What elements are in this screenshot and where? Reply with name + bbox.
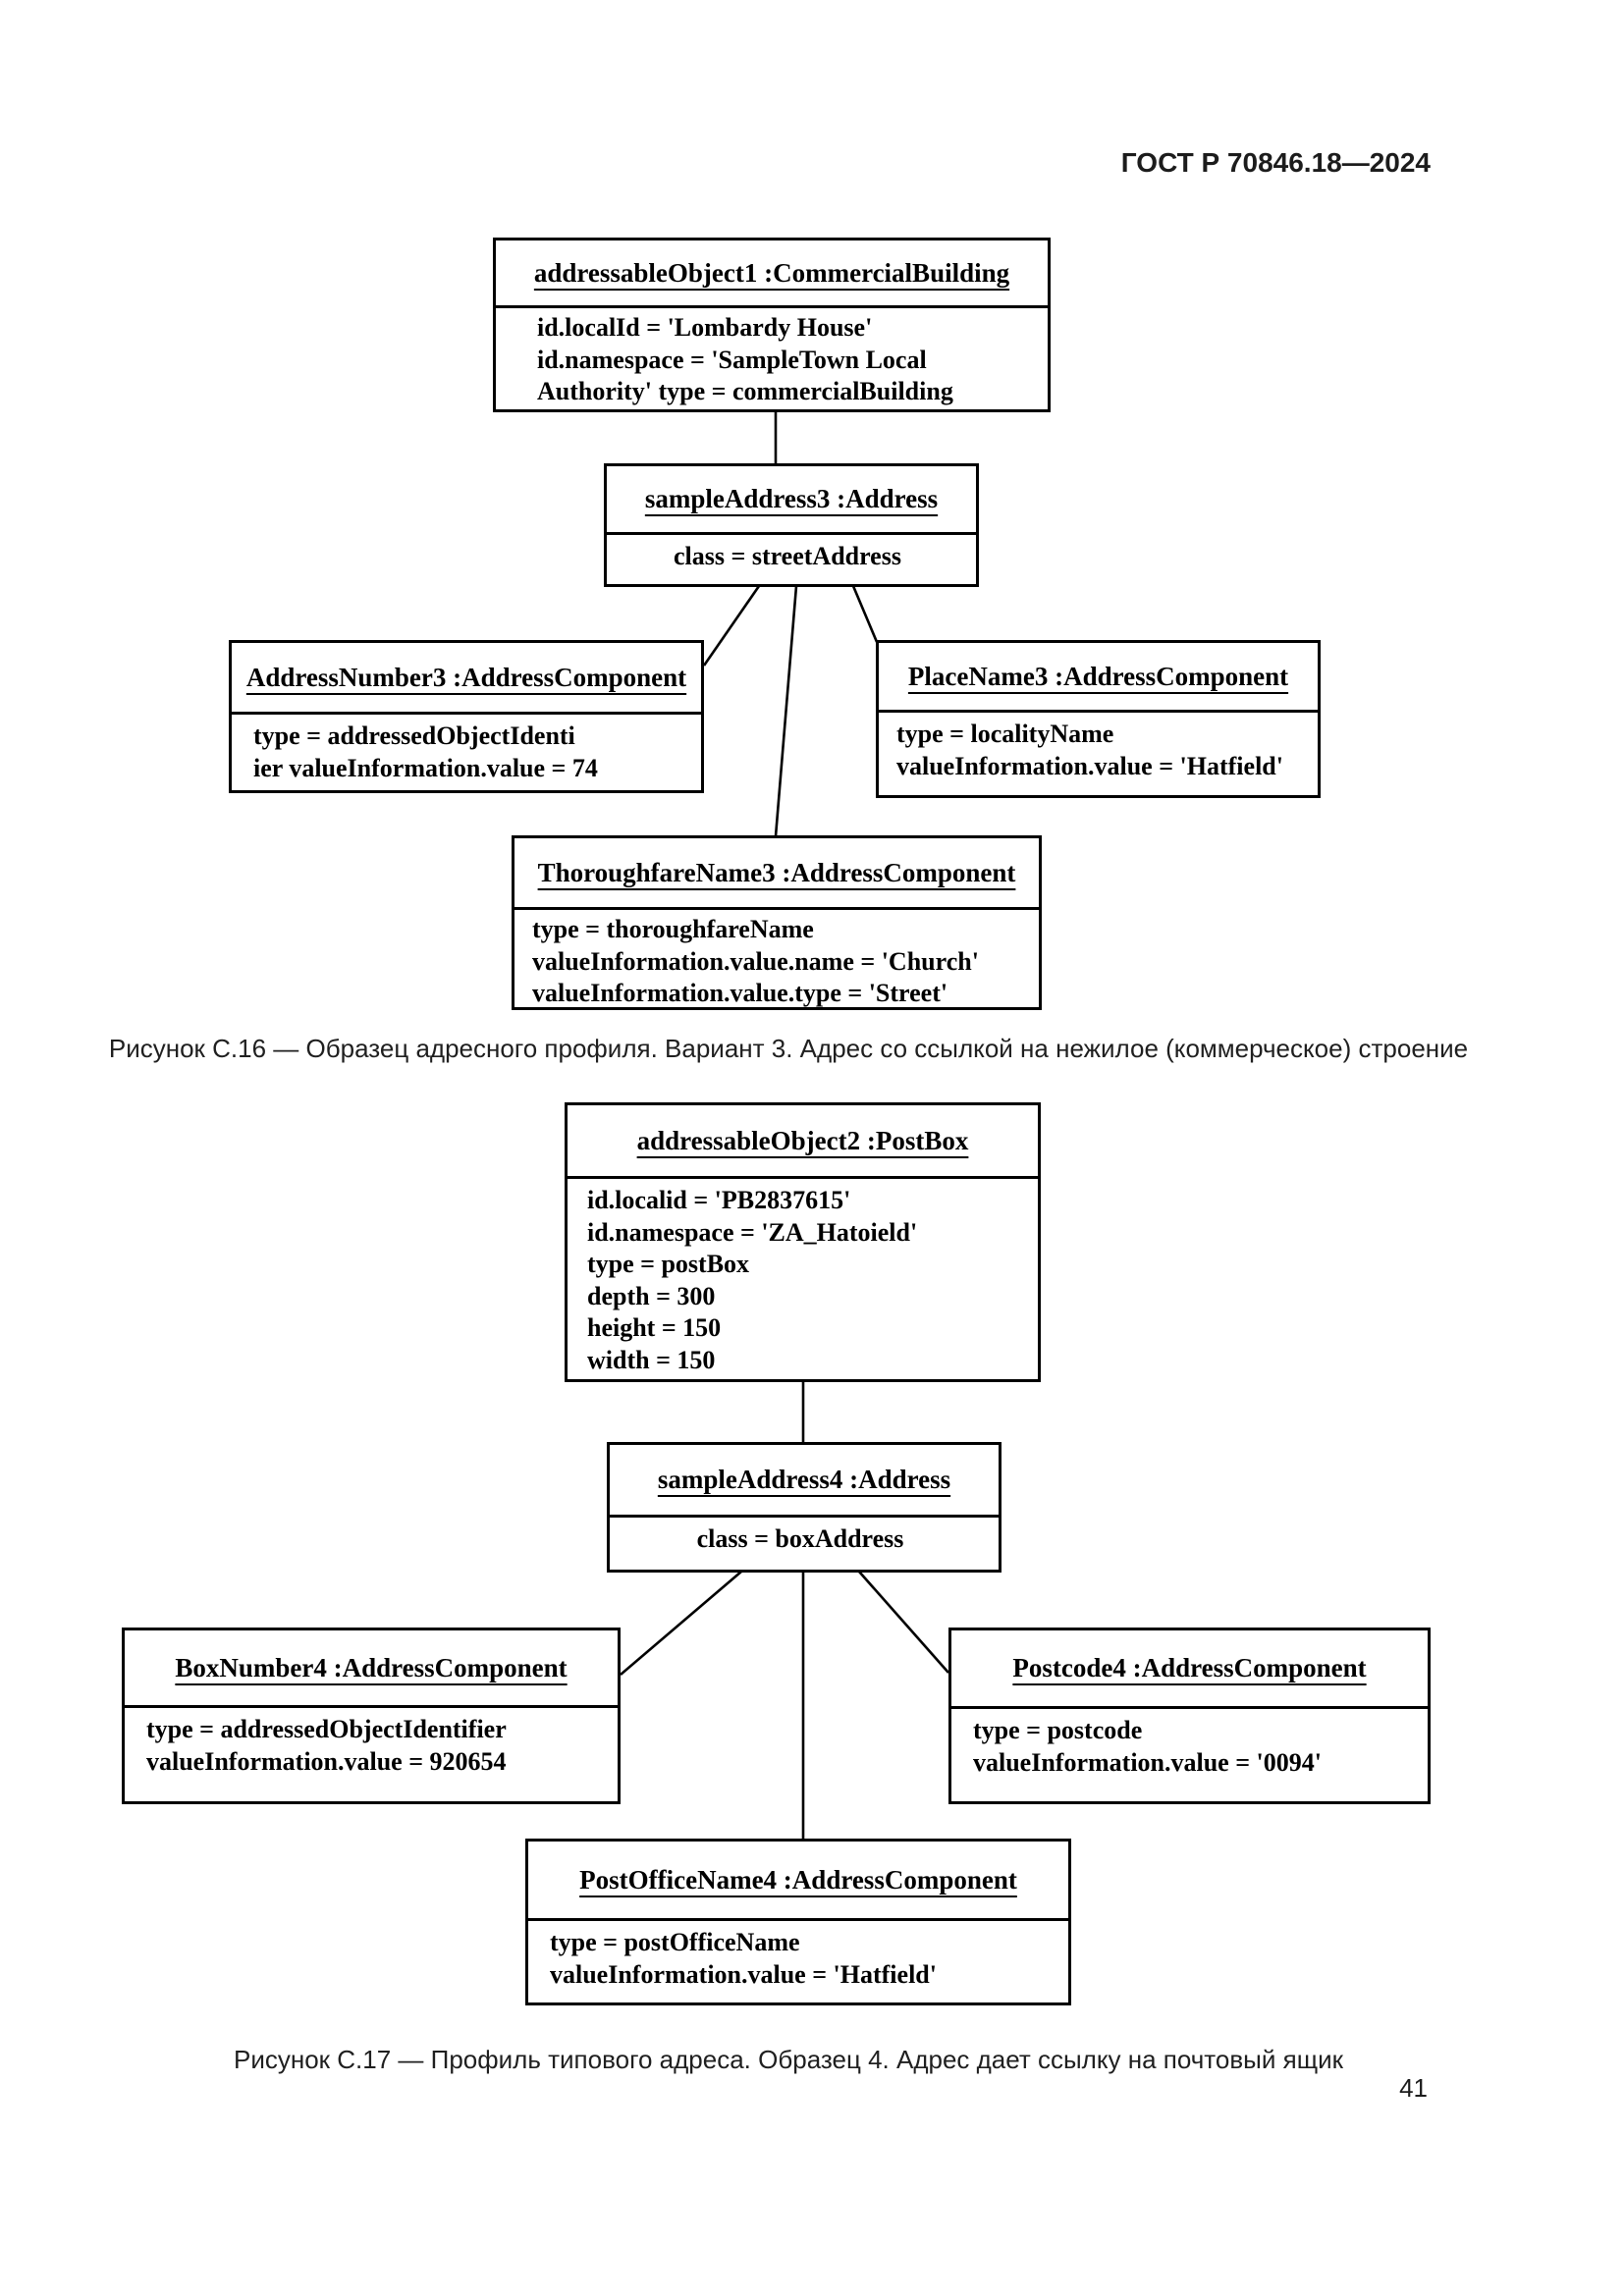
connector-line	[702, 585, 761, 667]
uml-box-title: PlaceName3 :AddressComponent	[879, 643, 1318, 713]
uml-box-post-office-name4: PostOfficeName4 :AddressComponent type =…	[525, 1839, 1071, 2005]
uml-box-attributes: type = postOfficeName valueInformation.v…	[528, 1921, 1068, 1991]
uml-attribute: class = streetAddress	[674, 542, 901, 570]
uml-object-name: ThoroughfareName3 :AddressComponent	[537, 857, 1016, 887]
uml-attribute: valueInformation.value = 'Hatfield'	[550, 1959, 937, 1989]
uml-box-addressable-object1: addressableObject1 :CommercialBuilding i…	[493, 238, 1051, 412]
uml-attribute: type = localityName	[896, 720, 1114, 748]
uml-attribute: valueInformation.value.name = 'Church'	[532, 946, 979, 976]
uml-box-title: sampleAddress3 :Address	[607, 466, 976, 535]
uml-object-name: PlaceName3 :AddressComponent	[907, 661, 1289, 691]
uml-attribute: type = postOfficeName	[550, 1928, 800, 1956]
uml-box-thoroughfare-name3: ThoroughfareName3 :AddressComponent type…	[512, 835, 1042, 1010]
page-number: 41	[1399, 2073, 1428, 2103]
uml-object-name: sampleAddress3 :Address	[644, 484, 939, 513]
uml-object-name: BoxNumber4 :AddressComponent	[175, 1652, 568, 1682]
uml-attribute: id.localid = 'PB2837615'	[587, 1186, 851, 1214]
uml-attribute: ier valueInformation.value = 74	[253, 753, 598, 782]
uml-object-name: PostOfficeName4 :AddressComponent	[579, 1864, 1017, 1895]
connector-line	[851, 585, 879, 643]
uml-box-title: PostOfficeName4 :AddressComponent	[528, 1842, 1068, 1921]
uml-attribute: id.namespace = 'SampleTown Local	[537, 345, 927, 374]
uml-attribute: id.localId = 'Lombardy House'	[537, 313, 873, 342]
uml-box-attributes: class = streetAddress	[607, 535, 976, 573]
uml-attribute: depth = 300	[587, 1281, 716, 1310]
uml-attribute: type = thoroughfareName	[532, 915, 814, 943]
figure-c17-caption: Рисунок С.17 — Профиль типового адреса. …	[234, 2045, 1343, 2074]
uml-object-name: AddressNumber3 :AddressComponent	[245, 662, 687, 692]
uml-box-attributes: type = thoroughfareName valueInformation…	[514, 910, 1039, 1010]
uml-attribute: type = addressedObjectIdentifier	[146, 1715, 507, 1743]
uml-box-attributes: type = postcode valueInformation.value =…	[951, 1709, 1428, 1779]
uml-attribute: type = addressedObjectIdenti	[253, 721, 575, 750]
document-number: ГОСТ Р 70846.18—2024	[1120, 147, 1431, 178]
uml-box-title: ThoroughfareName3 :AddressComponent	[514, 838, 1039, 910]
uml-box-title: sampleAddress4 :Address	[610, 1445, 999, 1518]
uml-box-title: Postcode4 :AddressComponent	[951, 1630, 1428, 1709]
uml-box-addressable-object2: addressableObject2 :PostBox id.localid =…	[565, 1102, 1041, 1382]
uml-attribute: Authority' type = commercialBuilding	[537, 377, 953, 405]
uml-attribute: type = postBox	[587, 1250, 750, 1278]
uml-box-title: addressableObject2 :PostBox	[568, 1105, 1038, 1179]
uml-box-title: AddressNumber3 :AddressComponent	[232, 643, 701, 715]
uml-object-name: addressableObject2 :PostBox	[636, 1125, 969, 1155]
uml-box-address-number3: AddressNumber3 :AddressComponent type = …	[229, 640, 704, 793]
uml-attribute: valueInformation.value = 'Hatfield'	[896, 751, 1283, 780]
uml-attribute: class = boxAddress	[696, 1524, 904, 1553]
uml-attribute: valueInformation.value = 920654	[146, 1746, 507, 1776]
uml-box-postcode4: Postcode4 :AddressComponent type = postc…	[948, 1628, 1431, 1804]
uml-attribute: height = 150	[587, 1313, 722, 1342]
uml-box-attributes: type = localityName valueInformation.val…	[879, 713, 1318, 782]
figure-c16-caption: Рисунок С.16 — Образец адресного профиля…	[108, 1034, 1469, 1063]
uml-box-sample-address4: sampleAddress4 :Address class = boxAddre…	[607, 1442, 1001, 1573]
uml-object-name: Postcode4 :AddressComponent	[1012, 1653, 1367, 1682]
uml-box-attributes: type = addressedObjectIdentifier valueIn…	[125, 1708, 618, 1778]
uml-attribute: valueInformation.value = '0094'	[973, 1747, 1322, 1777]
uml-box-title: addressableObject1 :CommercialBuilding	[496, 240, 1048, 308]
connector-line	[858, 1571, 949, 1674]
uml-box-sample-address3: sampleAddress3 :Address class = streetAd…	[604, 463, 979, 587]
uml-box-attributes: class = boxAddress	[610, 1518, 999, 1556]
connector-line	[620, 1571, 742, 1676]
uml-attribute: id.namespace = 'ZA_Hatoield'	[587, 1217, 918, 1247]
uml-attribute: width = 150	[587, 1345, 716, 1374]
connector-line	[774, 585, 798, 837]
uml-object-name: addressableObject1 :CommercialBuilding	[533, 257, 1010, 288]
uml-attribute: type = postcode	[973, 1716, 1143, 1744]
uml-box-place-name3: PlaceName3 :AddressComponent type = loca…	[876, 640, 1321, 798]
uml-box-box-number4: BoxNumber4 :AddressComponent type = addr…	[122, 1628, 621, 1804]
uml-object-name: sampleAddress4 :Address	[657, 1465, 951, 1494]
uml-box-title: BoxNumber4 :AddressComponent	[125, 1630, 618, 1708]
uml-box-attributes: id.localId = 'Lombardy House' id.namespa…	[496, 308, 1048, 408]
uml-attribute: valueInformation.value.type = 'Street'	[532, 979, 948, 1007]
uml-box-attributes: type = addressedObjectIdenti ier valueIn…	[232, 715, 701, 784]
uml-box-attributes: id.localid = 'PB2837615' id.namespace = …	[568, 1179, 1038, 1376]
